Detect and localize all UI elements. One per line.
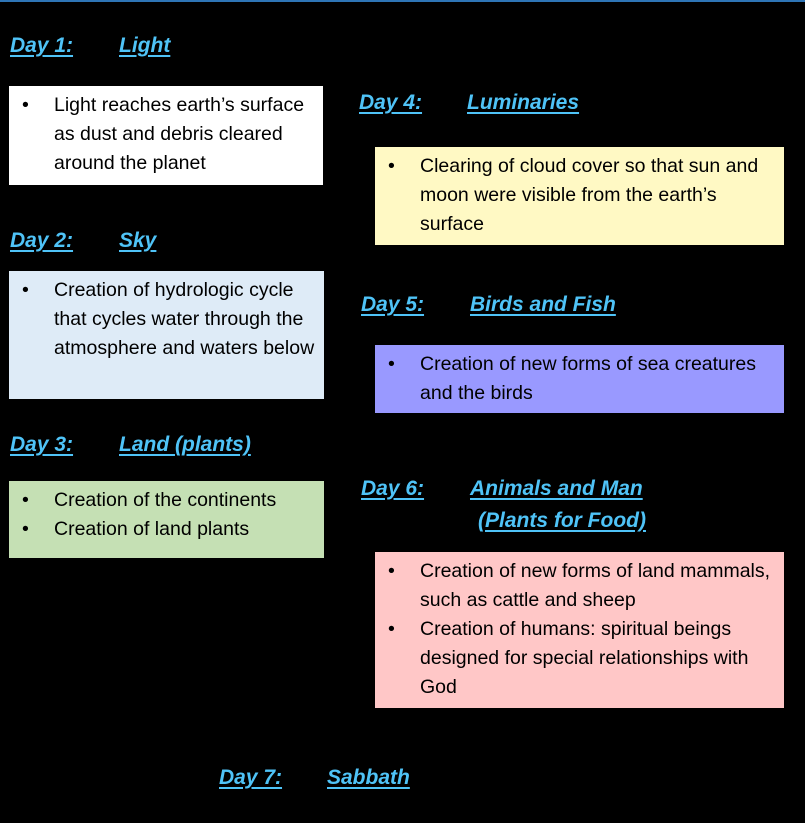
day-7-label: Day 7:	[219, 766, 283, 789]
day-3-bullet-2: Creation of land plants	[9, 515, 316, 544]
day-6-bullet-2: Creation of humans: spiritual beings des…	[375, 615, 776, 702]
day-2-heading: Day 2: Sky	[10, 228, 156, 254]
day-4-box: Clearing of cloud cover so that sun and …	[375, 147, 784, 245]
day-3-label: Day 3:	[10, 433, 74, 456]
day-2-bullet: Creation of hydrologic cycle that cycles…	[9, 276, 316, 363]
day-1-label: Day 1:	[10, 34, 74, 57]
day-4-title: Luminaries	[467, 91, 580, 114]
day-4-bullet: Clearing of cloud cover so that sun and …	[375, 152, 776, 239]
day-3-box: Creation of the continents Creation of l…	[9, 481, 324, 558]
day-7-title: Sabbath	[327, 766, 410, 789]
day-5-bullet: Creation of new forms of sea creatures a…	[375, 350, 776, 408]
day-2-label: Day 2:	[10, 229, 74, 252]
day-4-label: Day 4:	[359, 91, 423, 114]
day-2-title: Sky	[119, 229, 157, 252]
day-1-title: Light	[119, 34, 171, 57]
day-6-title: Animals and Man	[470, 477, 643, 500]
day-6-bullet-1: Creation of new forms of land mammals, s…	[375, 557, 776, 615]
day-7-heading: Day 7: Sabbath	[219, 765, 410, 791]
top-rule	[0, 0, 805, 2]
day-5-box: Creation of new forms of sea creatures a…	[375, 345, 784, 413]
day-6-heading: Day 6: Animals and Man	[361, 476, 643, 502]
day-3-heading: Day 3: Land (plants)	[10, 432, 251, 458]
day-6-box: Creation of new forms of land mammals, s…	[375, 552, 784, 708]
day-5-title: Birds and Fish	[470, 293, 616, 316]
day-5-heading: Day 5: Birds and Fish	[361, 292, 616, 318]
day-1-bullet: Light reaches earth’s surface as dust an…	[9, 91, 315, 178]
day-3-bullet-1: Creation of the continents	[9, 486, 316, 515]
day-2-box: Creation of hydrologic cycle that cycles…	[9, 271, 324, 399]
day-6-subtitle-text: (Plants for Food)	[478, 509, 646, 532]
day-6-label: Day 6:	[361, 477, 425, 500]
day-1-box: Light reaches earth’s surface as dust an…	[9, 86, 323, 185]
day-5-label: Day 5:	[361, 293, 425, 316]
day-3-title: Land (plants)	[119, 433, 251, 456]
day-1-heading: Day 1: Light	[10, 33, 170, 59]
day-6-subtitle: (Plants for Food)	[478, 508, 646, 534]
day-4-heading: Day 4: Luminaries	[359, 90, 579, 116]
